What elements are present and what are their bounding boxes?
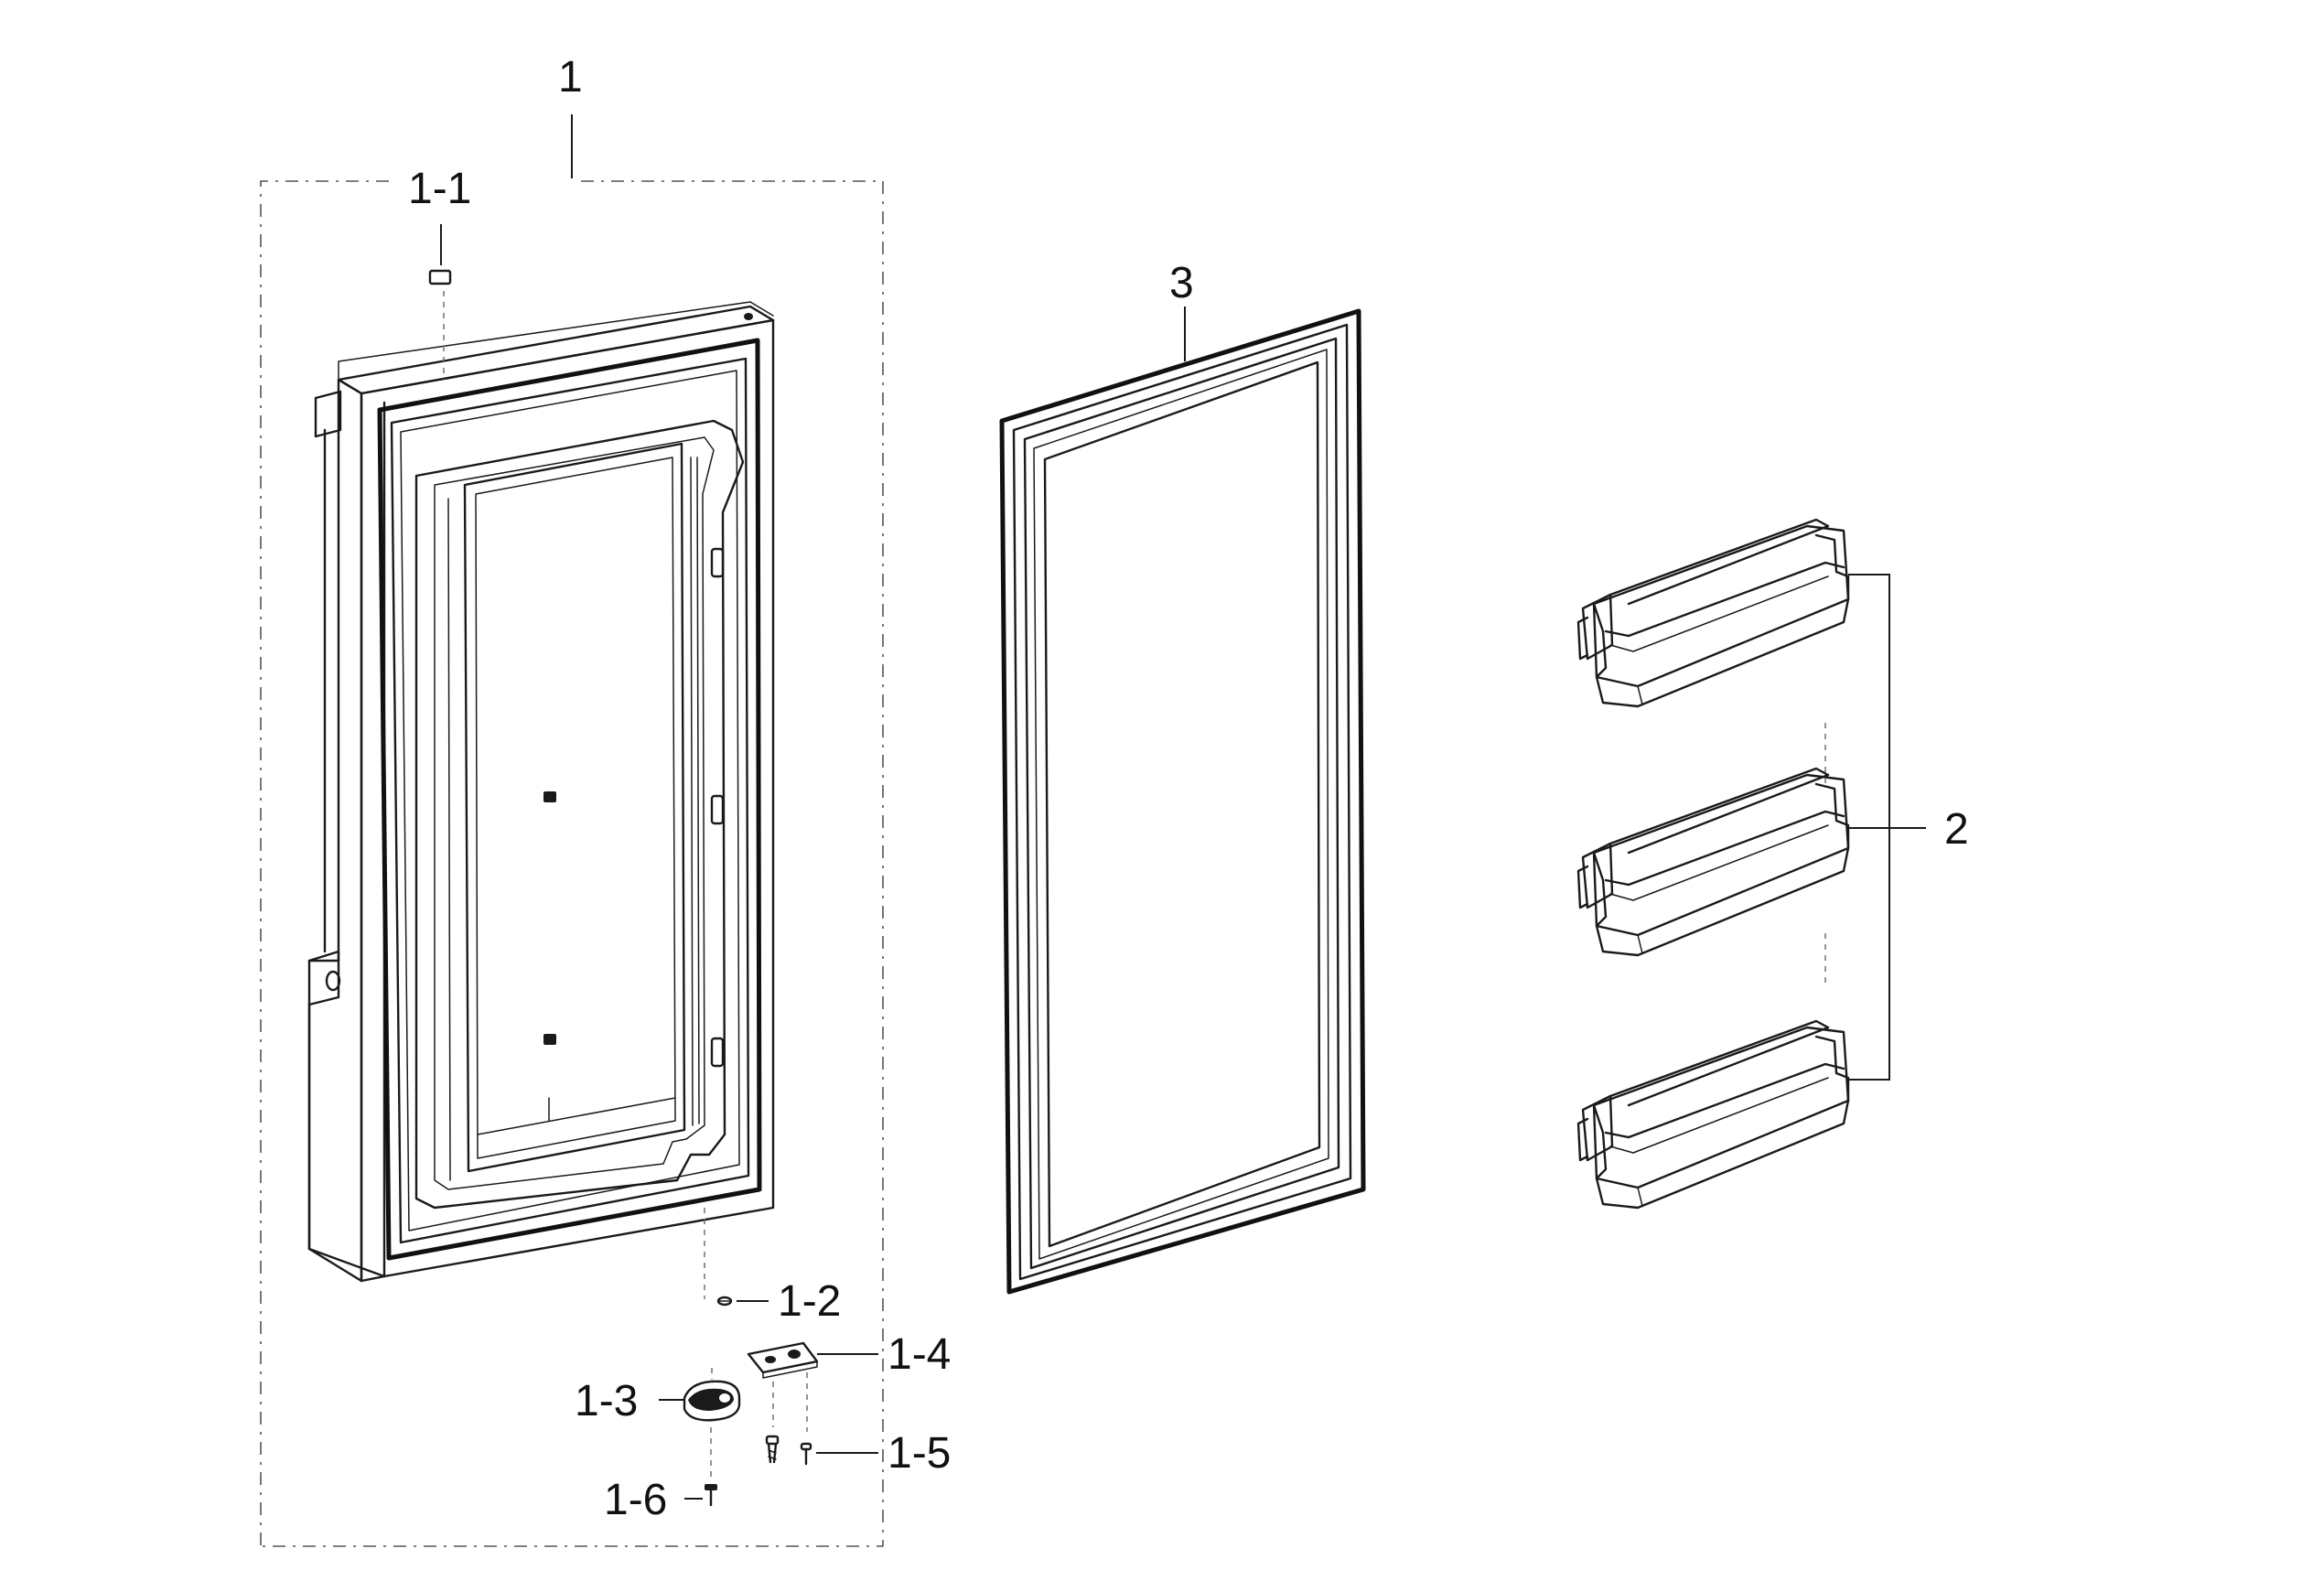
refrigerator-door-part [307,291,775,1299]
door-assembly-boundary [260,180,884,1547]
hinge-pin-part [716,1296,733,1307]
hinge-plate-part [747,1341,819,1432]
hinge-cam-part [683,1368,741,1422]
callout-gasket: 3 [1169,259,1194,307]
door-bin-top [1576,518,1850,708]
screw-large-part [705,1427,717,1507]
door-gasket-part [999,308,1366,1295]
top-cap-part [428,269,452,285]
callout-door-bins: 2 [1944,805,1969,854]
door-bin-middle [1576,767,1850,957]
callout-hinge-plate: 1-4 [888,1330,951,1379]
leader-lines [440,114,1926,1500]
screw-small-part [765,1435,812,1466]
callout-door-assembly: 1 [558,53,583,102]
callout-screw-small: 1-5 [888,1429,951,1478]
callout-labels: 1 1-1 3 2 1-2 1-4 1-3 1-5 1-6 [408,53,1969,1524]
callout-hinge-cam: 1-3 [575,1377,638,1425]
callout-hinge-pin: 1-2 [778,1277,841,1326]
door-bin-bottom [1576,1019,1850,1210]
callout-screw-large: 1-6 [604,1476,667,1524]
callout-top-cap: 1-1 [408,165,471,213]
door-bins-part [1576,518,1850,1210]
